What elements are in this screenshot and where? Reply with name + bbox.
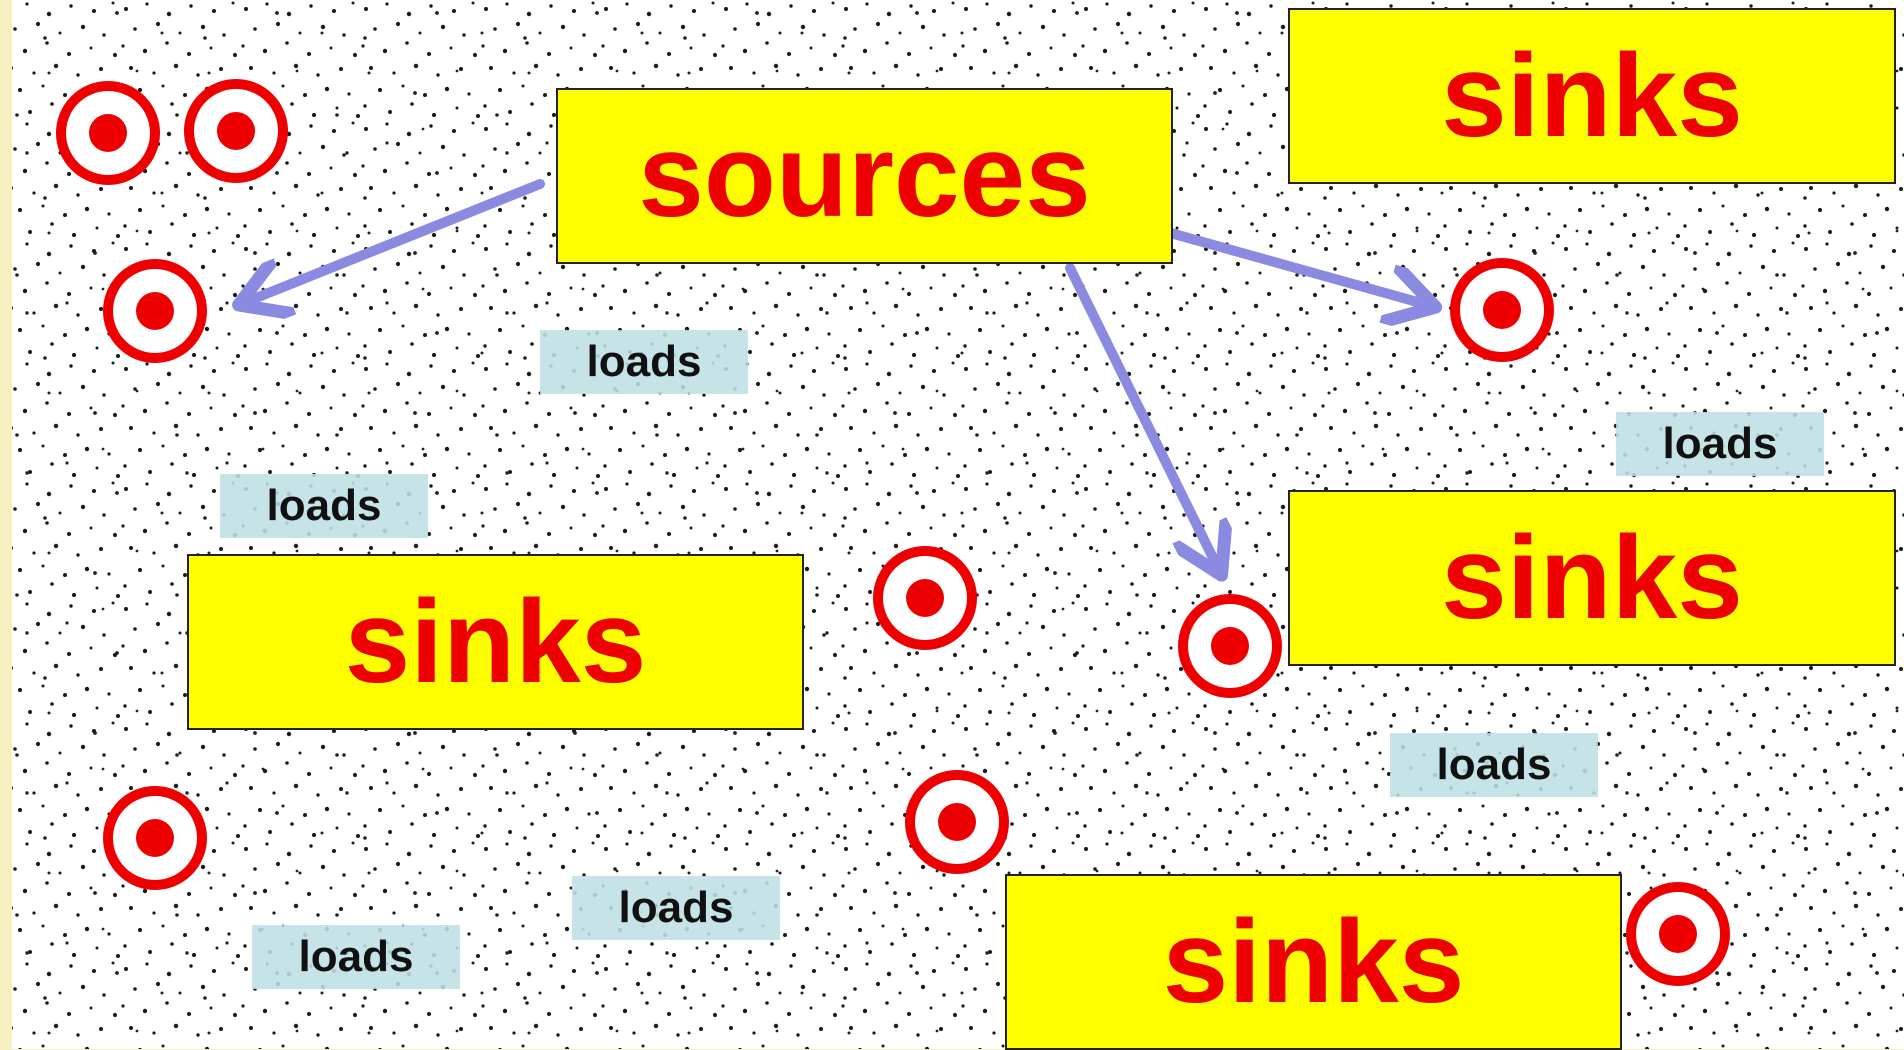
loads-tag: loads bbox=[540, 330, 748, 394]
bullseye-icon bbox=[1178, 594, 1282, 698]
loads-label: loads bbox=[1436, 740, 1552, 789]
loads-label: loads bbox=[1662, 419, 1778, 468]
bullseye-icon bbox=[873, 546, 977, 650]
sinks-label: sinks bbox=[344, 576, 647, 708]
sinks-label: sinks bbox=[1162, 896, 1465, 1028]
sinks-label-box: sinks bbox=[187, 554, 804, 730]
loads-label: loads bbox=[298, 932, 414, 981]
sinks-label: sinks bbox=[1441, 30, 1743, 162]
bullseye-icon bbox=[103, 259, 207, 363]
bullseye-icon bbox=[56, 81, 160, 185]
loads-tag: loads bbox=[220, 474, 428, 538]
bullseye-icon bbox=[1450, 258, 1554, 362]
sources-label-box: sources bbox=[556, 88, 1173, 264]
arrow-to-right-target bbox=[1162, 227, 1428, 305]
loads-tag: loads bbox=[1390, 733, 1598, 797]
sinks-label: sinks bbox=[1441, 512, 1743, 644]
sinks-label-box: sinks bbox=[1288, 490, 1896, 666]
loads-label: loads bbox=[586, 337, 702, 386]
bullseye-icon bbox=[1626, 882, 1730, 986]
arrow-to-middle-target bbox=[1065, 263, 1218, 568]
loads-tag: loads bbox=[572, 876, 780, 940]
loads-label: loads bbox=[266, 481, 382, 530]
loads-tag: loads bbox=[1616, 412, 1824, 476]
arrow-to-left-target bbox=[246, 179, 545, 302]
sinks-label-box: sinks bbox=[1288, 8, 1896, 184]
sources-label: sources bbox=[638, 110, 1091, 242]
bullseye-icon bbox=[184, 79, 288, 183]
loads-label: loads bbox=[618, 883, 734, 932]
bullseye-icon bbox=[103, 786, 207, 890]
bullseye-icon bbox=[905, 770, 1009, 874]
loads-tag: loads bbox=[252, 925, 460, 989]
sinks-label-box: sinks bbox=[1005, 874, 1622, 1050]
